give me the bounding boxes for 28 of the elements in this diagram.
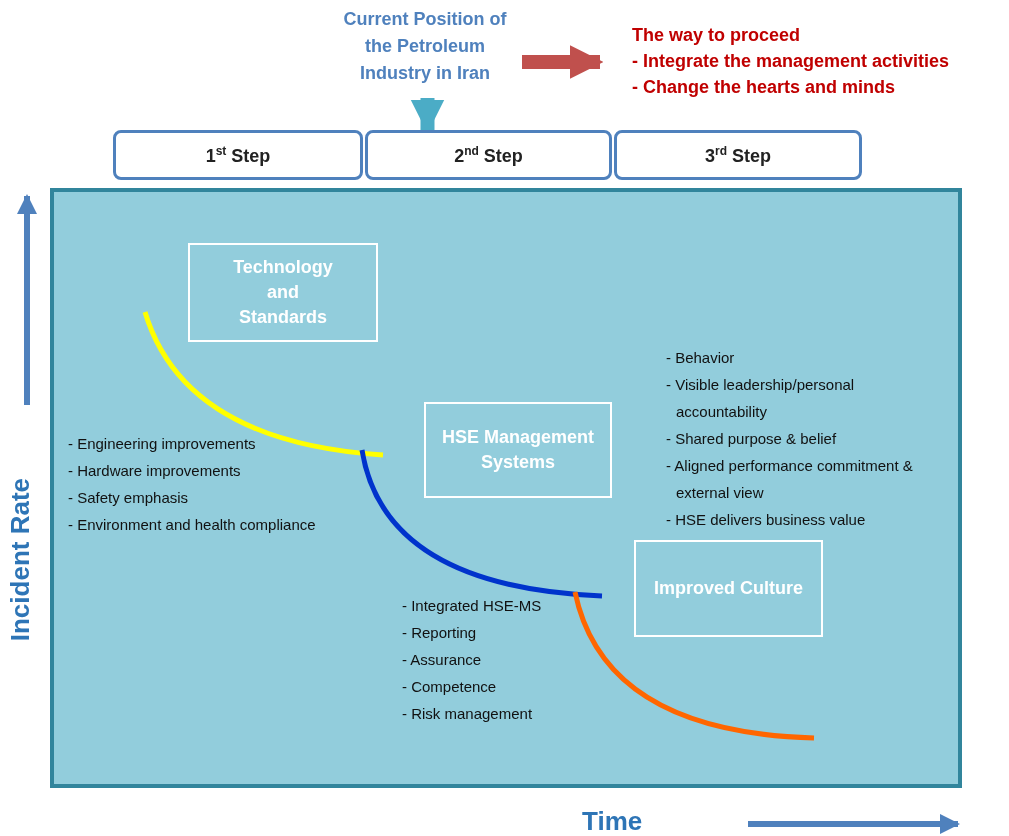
list-item: - Assurance xyxy=(402,650,483,670)
list-item: - Reporting xyxy=(402,623,478,643)
list-item: - Risk management xyxy=(402,704,534,724)
list-item: - Safety emphasis xyxy=(68,488,190,508)
block-arrow xyxy=(522,45,604,79)
step-box: 3$^{rd}$ Step xyxy=(614,130,862,180)
list-item: - Behavior xyxy=(666,348,736,368)
step-box: 1$^{st}$ Step xyxy=(113,130,363,180)
list-item: - Shared purpose & belief xyxy=(666,429,838,449)
stage-box: HSE Management Systems xyxy=(424,402,612,498)
list-item: - Competence xyxy=(402,677,498,697)
chart-panel xyxy=(50,188,962,788)
list-item: - Aligned performance commitment & external view xyxy=(666,456,914,503)
note-line: - Change the hearts and minds xyxy=(632,76,896,99)
list-item: - Environment and health compliance xyxy=(68,515,317,535)
list-item: - Hardware improvements xyxy=(68,461,242,481)
note-line: The way to proceed xyxy=(632,24,801,47)
axis-title: Time xyxy=(582,806,643,836)
list-item: - Engineering improvements xyxy=(68,434,257,454)
note-line: - Integrate the management activities xyxy=(632,50,950,73)
list-item: - Visible leadership/personal accountability xyxy=(666,375,856,422)
list-item: - HSE delivers business value xyxy=(666,510,867,530)
step-box: 2$^{nd}$ Step xyxy=(365,130,612,180)
axis-title: Incident Rate xyxy=(5,478,36,642)
list-item: - Integrated HSE-MS xyxy=(402,596,543,616)
stage-box: Technology and Standards xyxy=(188,243,378,342)
stage-box: Improved Culture xyxy=(634,540,823,637)
heading-text: Current Position of the Petroleum Industry in Iran xyxy=(340,6,510,86)
